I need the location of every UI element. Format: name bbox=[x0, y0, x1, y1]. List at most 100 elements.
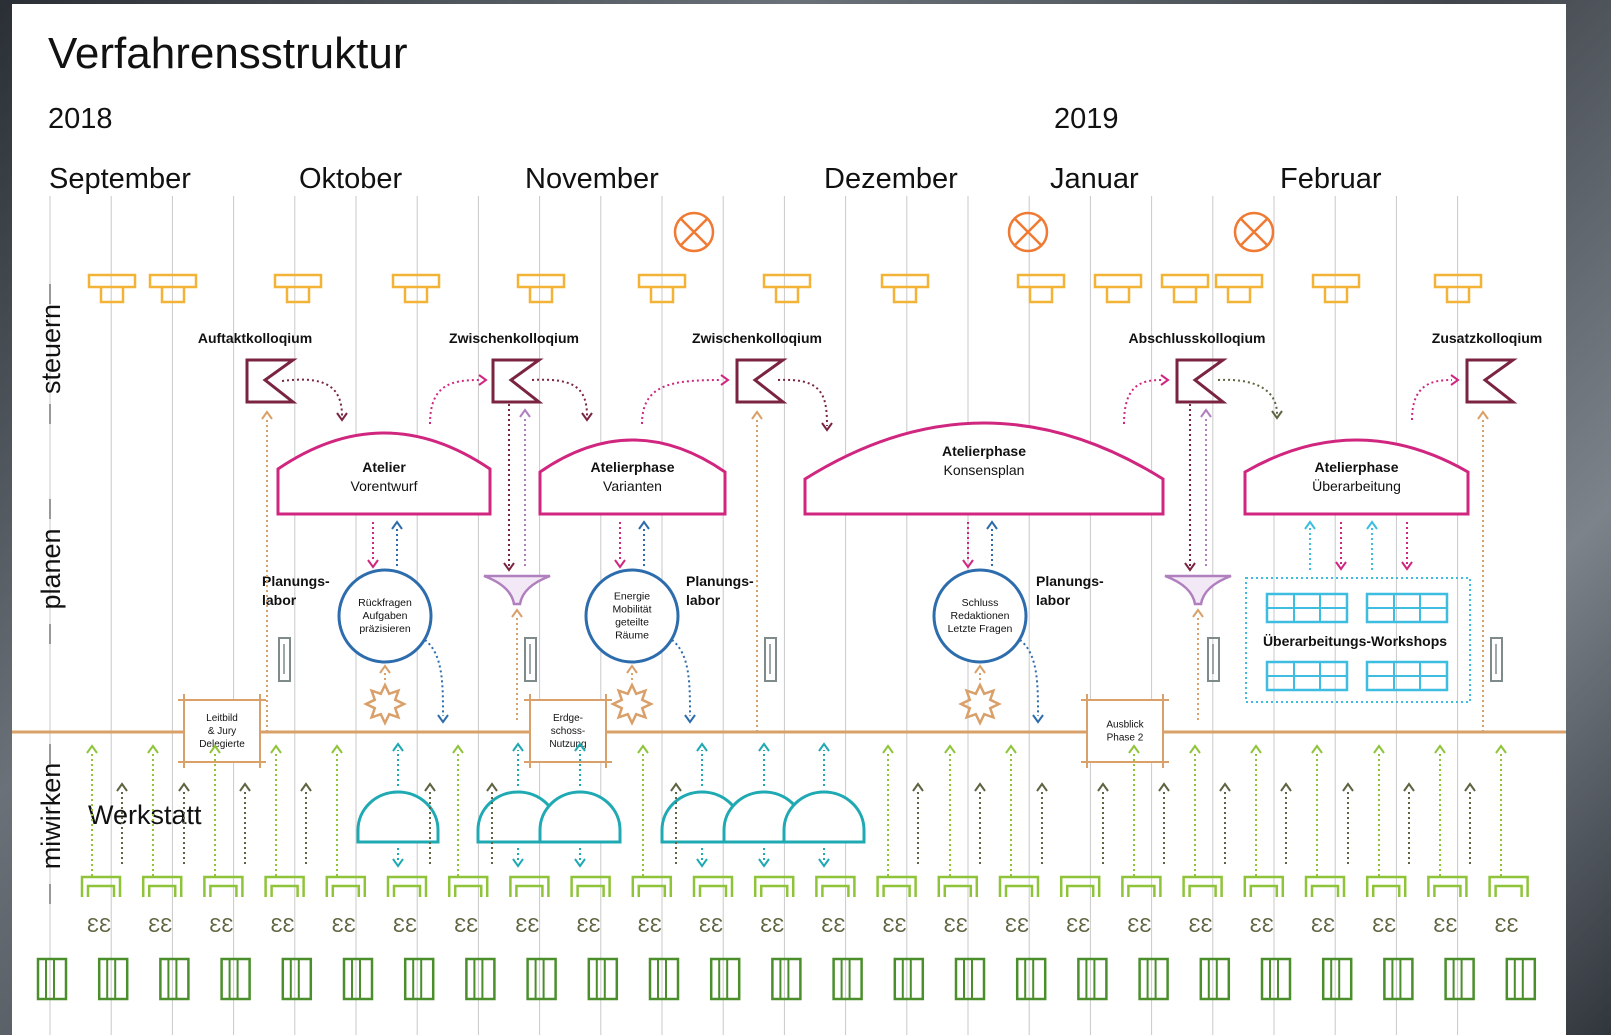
planungslabor-bubble bbox=[337, 568, 433, 664]
arrow-head-icon bbox=[818, 742, 830, 752]
building-icon bbox=[403, 957, 435, 1001]
participant-bench-icon bbox=[692, 875, 734, 897]
planungslabor-bubble bbox=[584, 568, 680, 664]
participant-bench-icon bbox=[141, 875, 183, 897]
participant-bench-icon bbox=[203, 875, 244, 897]
milestone-marker-icon bbox=[1007, 211, 1049, 253]
arrow-head-icon bbox=[1280, 782, 1292, 792]
arrow-head-icon bbox=[670, 782, 682, 792]
arrow-head-icon bbox=[637, 744, 649, 754]
arrow-head-icon bbox=[511, 608, 523, 618]
arrow-head-icon bbox=[758, 742, 770, 752]
slot-marker-icon bbox=[278, 637, 291, 682]
building-icon-detail bbox=[779, 958, 790, 1000]
people-icon: ƐƐ bbox=[271, 915, 295, 937]
colloquium-flag-icon bbox=[1465, 358, 1518, 404]
people-icon: ƐƐ bbox=[883, 915, 907, 937]
month-label: Dezember bbox=[824, 163, 958, 195]
flow-arrow bbox=[671, 639, 691, 717]
arrow-head-icon bbox=[574, 742, 586, 752]
participant-bench-icon bbox=[570, 875, 611, 897]
funnel-icon bbox=[1164, 574, 1232, 606]
arrow-head-icon bbox=[379, 664, 391, 674]
atelier-title: Atelier bbox=[362, 459, 406, 475]
month-label: November bbox=[525, 163, 659, 195]
arrow-head-icon bbox=[1097, 782, 1109, 792]
people-icon: ƐƐ bbox=[454, 915, 478, 937]
arrow-head-icon bbox=[1271, 410, 1283, 420]
planungslabor-bubble bbox=[932, 568, 1028, 664]
arrow-head-icon bbox=[391, 520, 403, 530]
participant-bench-icon bbox=[631, 875, 673, 897]
arrow-head-icon bbox=[1128, 744, 1140, 754]
colloquium-flag-icon bbox=[491, 358, 544, 404]
building-icon-detail bbox=[657, 958, 667, 1000]
arrow-head-icon bbox=[116, 782, 128, 792]
arrow-head-icon bbox=[1342, 782, 1354, 792]
atelier-subtitle: Konsensplan bbox=[944, 462, 1025, 478]
colloquium-title: Auftaktkolloqium bbox=[198, 330, 312, 346]
slot-marker-icon bbox=[764, 637, 777, 682]
arrow-head-icon bbox=[974, 664, 986, 674]
atelier-shape bbox=[538, 438, 727, 516]
building-icon-detail bbox=[840, 958, 851, 1000]
arrow-head-icon bbox=[437, 714, 449, 724]
building-icon bbox=[1077, 957, 1108, 1001]
people-icon: ƐƐ bbox=[821, 915, 845, 937]
arrow-head-icon bbox=[821, 422, 833, 432]
building-icon-detail bbox=[718, 958, 729, 1000]
people-icon: ƐƐ bbox=[1495, 915, 1519, 937]
slot-marker-icon bbox=[1490, 637, 1503, 682]
arrow-head-icon bbox=[1450, 374, 1460, 386]
arrow-head-icon bbox=[392, 742, 404, 752]
werkstatt-label: Werkstatt bbox=[88, 800, 202, 830]
event-box-text: Erdge-schoss-Nutzung bbox=[549, 713, 586, 750]
flow-arrow bbox=[641, 379, 723, 425]
row-label: miwirken bbox=[36, 763, 66, 870]
building-icon-detail bbox=[1513, 958, 1524, 1000]
arrow-head-icon bbox=[944, 744, 956, 754]
building-icon bbox=[36, 957, 68, 1001]
participant-bench-icon bbox=[1427, 875, 1468, 897]
participant-bench-icon bbox=[325, 875, 367, 897]
arrow-head-icon bbox=[486, 782, 498, 792]
building-icon-detail bbox=[1146, 958, 1157, 1000]
people-icon: ƐƐ bbox=[87, 915, 111, 937]
atelier-title: Atelierphase bbox=[1314, 459, 1398, 475]
arrow-head-icon bbox=[512, 742, 524, 752]
arrow-head-icon bbox=[261, 410, 273, 420]
people-icon: ƐƐ bbox=[515, 915, 539, 937]
arrow-head-icon bbox=[1192, 608, 1204, 618]
atelier-subtitle: Überarbeitung bbox=[1312, 477, 1401, 494]
arrow-head-icon bbox=[1032, 714, 1044, 724]
arrow-head-icon bbox=[962, 559, 974, 569]
funnel-icon bbox=[483, 574, 551, 606]
arrow-head-icon bbox=[512, 858, 524, 868]
colloquium-flag-icon bbox=[245, 358, 298, 404]
participant-bench-icon bbox=[386, 875, 428, 897]
colloquium-title: Zwischenkolloqium bbox=[692, 330, 822, 346]
arrow-head-icon bbox=[452, 744, 464, 754]
starburst-icon bbox=[363, 682, 407, 726]
arrow-head-icon bbox=[818, 858, 830, 868]
building-icon bbox=[648, 957, 680, 1001]
people-icon: ƐƐ bbox=[1005, 915, 1029, 937]
building-icon-detail bbox=[473, 958, 484, 1000]
building-icon-detail bbox=[351, 958, 361, 1000]
atelier-title: Atelierphase bbox=[942, 443, 1026, 459]
arrow-head-icon bbox=[1311, 744, 1323, 754]
building-icon-detail bbox=[1207, 958, 1218, 1000]
arrow-head-icon bbox=[638, 520, 650, 530]
steering-group-icon bbox=[1016, 273, 1066, 304]
flow-arrow bbox=[424, 639, 444, 717]
flow-arrow bbox=[777, 378, 828, 427]
arrow-head-icon bbox=[1219, 782, 1231, 792]
building-icon bbox=[465, 957, 496, 1001]
colloquium-flag-icon bbox=[735, 358, 788, 404]
steering-group-icon bbox=[1433, 273, 1483, 304]
participant-bench-icon bbox=[1365, 875, 1407, 897]
building-icon-detail bbox=[1085, 958, 1096, 1000]
colloquium-flag-icon bbox=[1175, 358, 1228, 404]
building-icon bbox=[1199, 957, 1231, 1001]
